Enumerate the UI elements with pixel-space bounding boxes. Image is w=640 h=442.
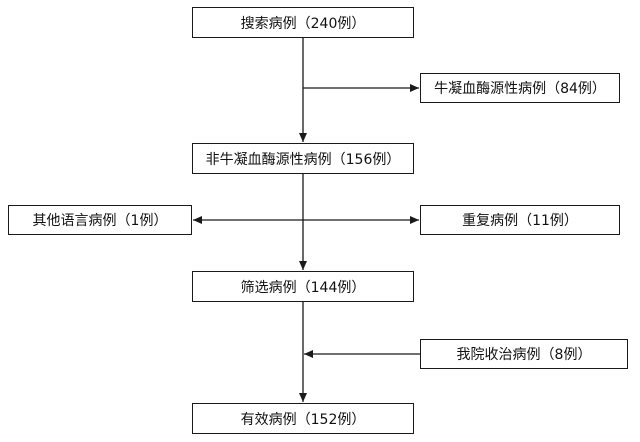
other-language-cases-label: 其他语言病例（1例） (32, 213, 168, 229)
local-hospital-cases-label: 我院收治病例（8例） (456, 347, 592, 363)
bovine-thrombin-cases-box: 牛凝血酶源性病例（84例） (420, 73, 620, 103)
non-bovine-thrombin-cases-label: 非牛凝血酶源性病例（156例） (205, 151, 401, 168)
bovine-thrombin-cases-label: 牛凝血酶源性病例（84例） (434, 81, 606, 97)
local-hospital-cases-box: 我院收治病例（8例） (420, 339, 628, 369)
duplicate-cases-box: 重复病例（11例） (420, 205, 620, 235)
valid-cases-box: 有效病例（152例） (192, 403, 414, 434)
screened-cases-box: 筛选病例（144例） (192, 271, 414, 302)
other-language-cases-box: 其他语言病例（1例） (8, 205, 192, 235)
search-cases-box: 搜索病例（240例） (192, 7, 414, 38)
search-cases-label: 搜索病例（240例） (240, 15, 366, 32)
non-bovine-thrombin-cases-box: 非牛凝血酶源性病例（156例） (192, 143, 414, 174)
valid-cases-label: 有效病例（152例） (240, 411, 366, 428)
duplicate-cases-label: 重复病例（11例） (462, 213, 578, 229)
screened-cases-label: 筛选病例（144例） (240, 279, 366, 296)
